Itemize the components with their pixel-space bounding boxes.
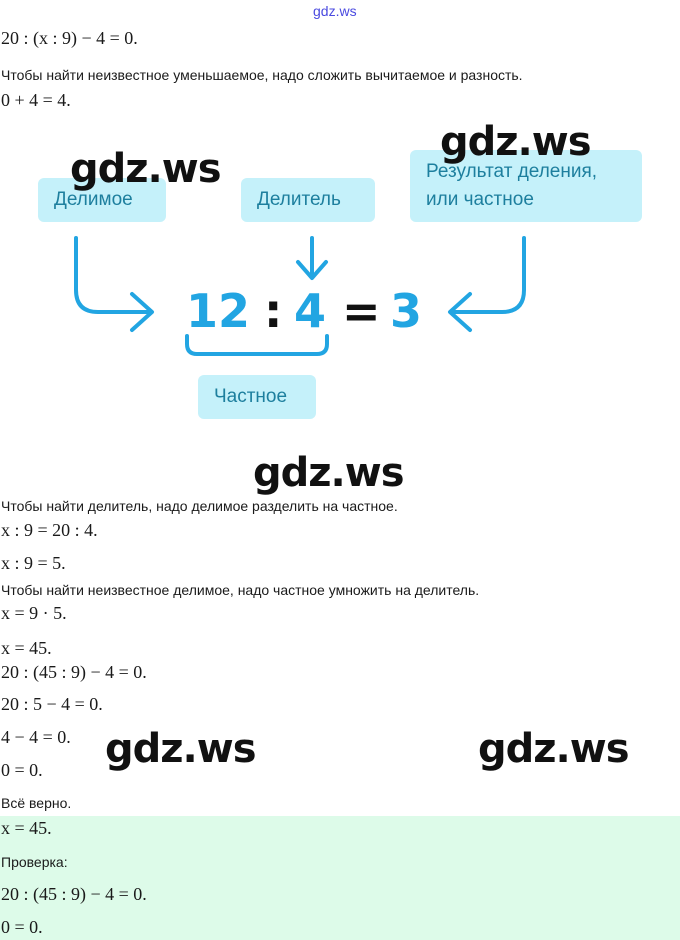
site-label[interactable]: gdz.ws xyxy=(313,3,357,19)
divisor-box: Делитель xyxy=(241,178,375,222)
text-line: Чтобы найти неизвестное уменьшаемое, над… xyxy=(1,67,523,83)
equals: = xyxy=(342,284,381,338)
watermark: gdz.ws xyxy=(478,726,630,772)
answer-line: 20 : (45 : 9) − 4 = 0. xyxy=(1,884,147,904)
dividend-box: Делимое xyxy=(38,178,166,222)
colon: : xyxy=(264,284,283,338)
watermark: gdz.ws xyxy=(440,119,592,165)
result-box: Результат деления, или частное xyxy=(410,150,642,222)
watermark: gdz.ws xyxy=(70,146,222,192)
diagram-arrows xyxy=(74,236,526,356)
number-4: 4 xyxy=(294,284,327,338)
math-line: x = 45. xyxy=(1,638,52,658)
math-line: 0 = 0. xyxy=(1,760,43,780)
text-line: Чтобы найти неизвестное делимое, надо ча… xyxy=(1,582,480,598)
text-line: Всё верно. xyxy=(1,795,72,811)
watermark: gdz.ws xyxy=(105,726,257,772)
bracket-icon xyxy=(185,334,329,356)
math-line: x : 9 = 20 : 4. xyxy=(1,520,98,540)
math-line: x : 9 = 5. xyxy=(1,553,66,573)
number-12: 12 xyxy=(186,284,251,338)
math-line: 4 − 4 = 0. xyxy=(1,727,71,747)
answer-block xyxy=(0,816,680,940)
math-line: 0 + 4 = 4. xyxy=(1,90,71,110)
math-line: 20 : (45 : 9) − 4 = 0. xyxy=(1,662,147,682)
watermark: gdz.ws xyxy=(253,450,405,496)
text-line: Чтобы найти делитель, надо делимое разде… xyxy=(1,498,398,514)
arrow-icon xyxy=(296,236,328,280)
math-line: x = 9 · 5. xyxy=(1,603,67,623)
number-3: 3 xyxy=(390,284,423,338)
math-line: 20 : 5 − 4 = 0. xyxy=(1,694,103,714)
quotient-box: Частное xyxy=(198,375,316,419)
math-line: 20 : (x : 9) − 4 = 0. xyxy=(1,28,138,48)
check-label: Проверка: xyxy=(1,854,68,870)
arrow-icon xyxy=(74,236,154,332)
arrow-icon xyxy=(448,236,526,332)
answer-line: x = 45. xyxy=(1,818,52,838)
answer-line: 0 = 0. xyxy=(1,917,43,937)
